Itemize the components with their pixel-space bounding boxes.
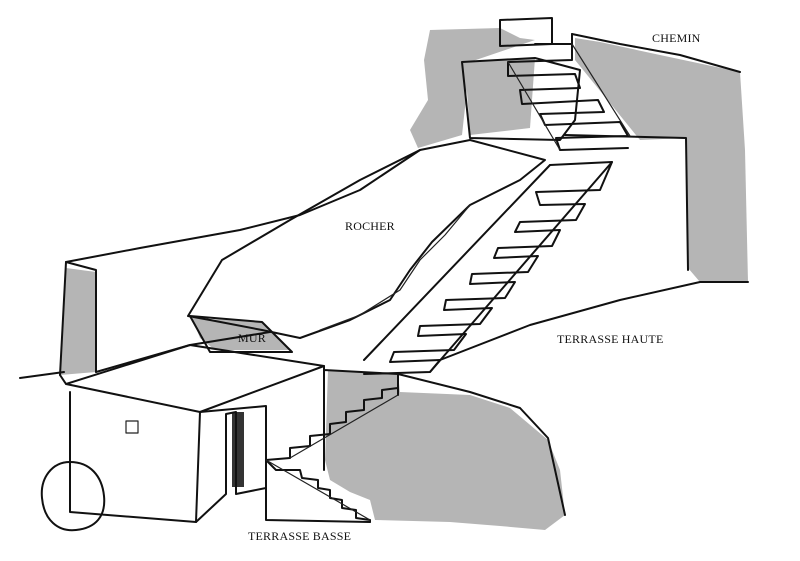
upper-stair-left-stringer bbox=[507, 61, 561, 151]
shaded-left-wall-post bbox=[60, 268, 96, 375]
back-wall-top-edge bbox=[65, 149, 421, 263]
label-terrasse-basse: TERRASSE BASSE bbox=[248, 529, 351, 543]
rocher-crack-line bbox=[319, 204, 471, 331]
lower-staircase bbox=[265, 365, 399, 523]
upper-stair-side bbox=[465, 58, 535, 135]
left-post-face bbox=[60, 268, 96, 375]
lower-wall-face bbox=[325, 370, 565, 530]
house-roof bbox=[65, 344, 325, 413]
shaded-lower-terrace-wall bbox=[325, 370, 565, 530]
small-boulder-outline bbox=[40, 461, 106, 532]
ground-lines bbox=[19, 281, 749, 516]
middle-stair-steps bbox=[363, 161, 613, 375]
upper-landing-outline bbox=[461, 57, 581, 141]
label-mur: MUR bbox=[238, 331, 266, 345]
upper-stair-steps bbox=[507, 43, 629, 151]
house-doorway bbox=[232, 412, 244, 487]
cliff-face-upper-left bbox=[410, 28, 535, 148]
mur-wall-segment bbox=[189, 315, 293, 353]
upper-staircase bbox=[507, 43, 631, 151]
shaded-house-door bbox=[232, 412, 244, 487]
middle-staircase bbox=[363, 161, 613, 375]
lower-stair-treads bbox=[265, 459, 371, 523]
terrasse-haute-slope bbox=[439, 281, 749, 361]
lower-stair-stringer bbox=[265, 394, 399, 521]
house-front-wall bbox=[69, 391, 201, 523]
lower-ground-line bbox=[265, 487, 371, 523]
small-boulder bbox=[40, 461, 106, 532]
chemin-ridge-line bbox=[571, 33, 741, 73]
lower-stair-steps bbox=[265, 387, 399, 461]
label-rocher: ROCHER bbox=[345, 219, 395, 233]
rocher-outline bbox=[187, 139, 546, 339]
upper-landing-right-wall bbox=[564, 134, 689, 271]
shaded-cliff-left bbox=[410, 28, 535, 148]
cliff-face-upper-right bbox=[575, 38, 748, 282]
mur-outline bbox=[189, 315, 293, 353]
rocher-boulder bbox=[187, 139, 546, 339]
house-side-wall bbox=[195, 405, 267, 523]
shaded-cliff-right bbox=[575, 38, 748, 282]
label-chemin: CHEMIN bbox=[652, 31, 701, 45]
terrasse-haute-edge bbox=[397, 373, 566, 516]
label-terrasse-haute: TERRASSE HAUTE bbox=[557, 332, 663, 346]
shaded-stair-risers-upper bbox=[465, 58, 535, 135]
back-wall-left-post bbox=[59, 261, 97, 376]
upper-stair-right-stringer bbox=[571, 43, 631, 137]
left-ground-line bbox=[19, 371, 67, 385]
middle-stair-right-stringer bbox=[429, 161, 613, 373]
middle-stair-left-stringer bbox=[363, 164, 551, 361]
house-window bbox=[125, 420, 139, 434]
